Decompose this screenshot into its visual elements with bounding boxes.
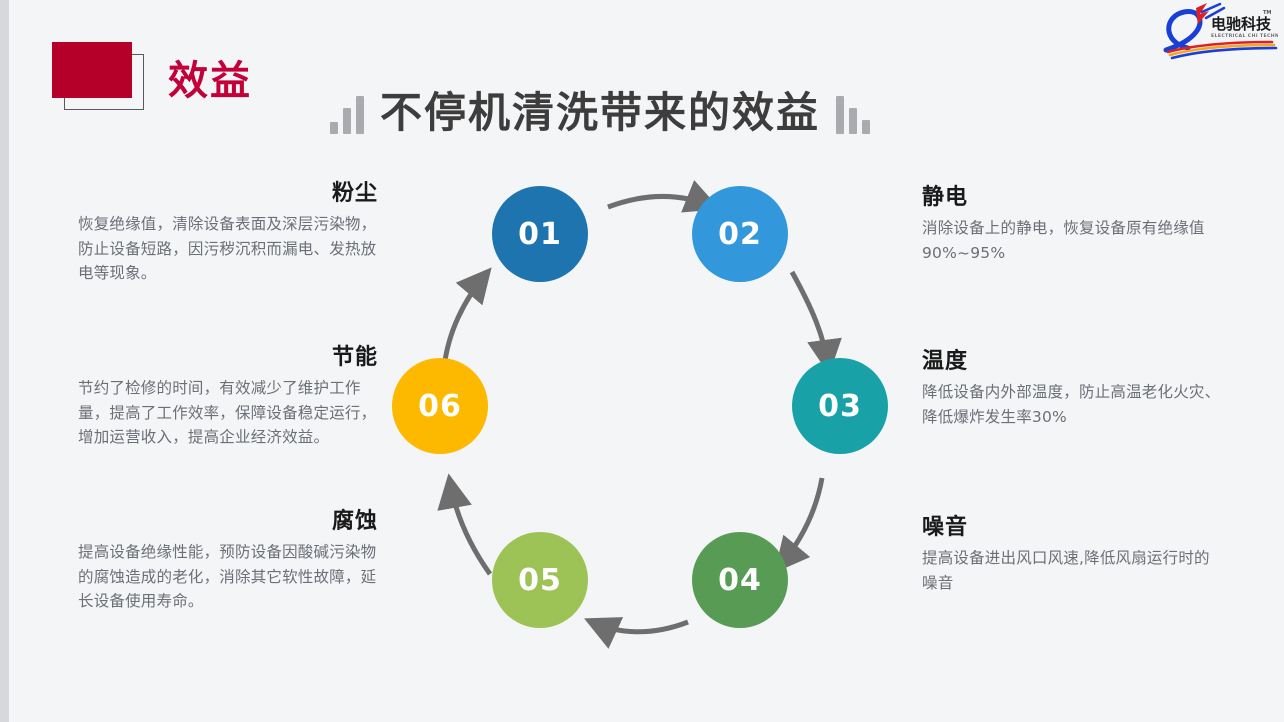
section-badge-label: 效益 — [168, 58, 252, 104]
cycle-node-06[interactable]: 06 — [392, 358, 488, 454]
benefit-block-01: 粉尘 恢复绝缘值，清除设备表面及深层污染物，防止设备短路，因污秽沉积而漏电、发热… — [78, 181, 378, 286]
cycle-node-number: 01 — [518, 216, 562, 252]
badge-fill-shape — [52, 42, 132, 98]
benefit-block-02: 静电 消除设备上的静电，恢复设备原有绝缘值90%~95% — [922, 185, 1222, 265]
benefit-block-03: 温度 降低设备内外部温度，防止高温老化火灾、降低爆炸发生率30% — [922, 349, 1222, 429]
left-edge-strip — [0, 0, 9, 722]
benefit-description: 恢复绝缘值，清除设备表面及深层污染物，防止设备短路，因污秽沉积而漏电、发热放电等… — [78, 215, 377, 283]
dianchi-technology-logo: 电驰科技 ELECTRICAL CHI TECHNOLOGY TM — [1150, 2, 1278, 60]
cycle-node-05[interactable]: 05 — [492, 532, 588, 628]
benefit-description: 提高设备进出风口风速,降低风扇运行时的噪音 — [922, 549, 1210, 592]
benefit-title: 节能 — [331, 345, 378, 370]
bar-chart-descending-icon — [836, 94, 871, 134]
cycle-node-number: 03 — [818, 388, 862, 424]
svg-text:TM: TM — [1263, 10, 1271, 16]
benefit-description: 消除设备上的静电，恢复设备原有绝缘值90%~95% — [922, 219, 1205, 262]
cycle-node-number: 02 — [718, 216, 762, 252]
benefit-description: 提高设备绝缘性能，预防设备因酸碱污染物的腐蚀造成的老化，消除其它软性故障，延长设… — [78, 543, 377, 611]
svg-text:ELECTRICAL CHI TECHNOLOGY: ELECTRICAL CHI TECHNOLOGY — [1211, 33, 1278, 39]
page-title: 不停机清洗带来的效益 — [380, 88, 821, 137]
cycle-node-02[interactable]: 02 — [692, 186, 788, 282]
bar-chart-ascending-icon — [330, 94, 364, 134]
title-row: 不停机清洗带来的效益 — [330, 66, 950, 134]
benefit-title: 粉尘 — [331, 181, 378, 206]
benefit-title: 腐蚀 — [331, 509, 378, 534]
svg-text:电驰科技: 电驰科技 — [1211, 15, 1272, 33]
benefit-cycle-diagram: 01 02 03 04 05 06 — [360, 160, 920, 700]
section-badge — [52, 42, 144, 110]
cycle-node-number: 05 — [518, 562, 562, 598]
cycle-node-01[interactable]: 01 — [492, 186, 588, 282]
cycle-node-number: 06 — [418, 388, 462, 424]
benefit-description: 降低设备内外部温度，防止高温老化火灾、降低爆炸发生率30% — [922, 383, 1221, 426]
benefit-title: 静电 — [922, 185, 969, 210]
benefit-description: 节约了检修的时间，有效减少了维护工作量，提高了工作效率，保障设备稳定运行，增加运… — [78, 379, 377, 447]
benefit-title: 温度 — [922, 349, 969, 374]
cycle-node-04[interactable]: 04 — [692, 532, 788, 628]
benefit-block-06: 节能 节约了检修的时间，有效减少了维护工作量，提高了工作效率，保障设备稳定运行，… — [78, 345, 378, 450]
benefit-block-05: 腐蚀 提高设备绝缘性能，预防设备因酸碱污染物的腐蚀造成的老化，消除其它软性故障，… — [78, 509, 378, 614]
benefit-title: 噪音 — [922, 515, 969, 540]
cycle-node-number: 04 — [718, 562, 762, 598]
cycle-node-03[interactable]: 03 — [792, 358, 888, 454]
benefit-block-04: 噪音 提高设备进出风口风速,降低风扇运行时的噪音 — [922, 515, 1222, 595]
